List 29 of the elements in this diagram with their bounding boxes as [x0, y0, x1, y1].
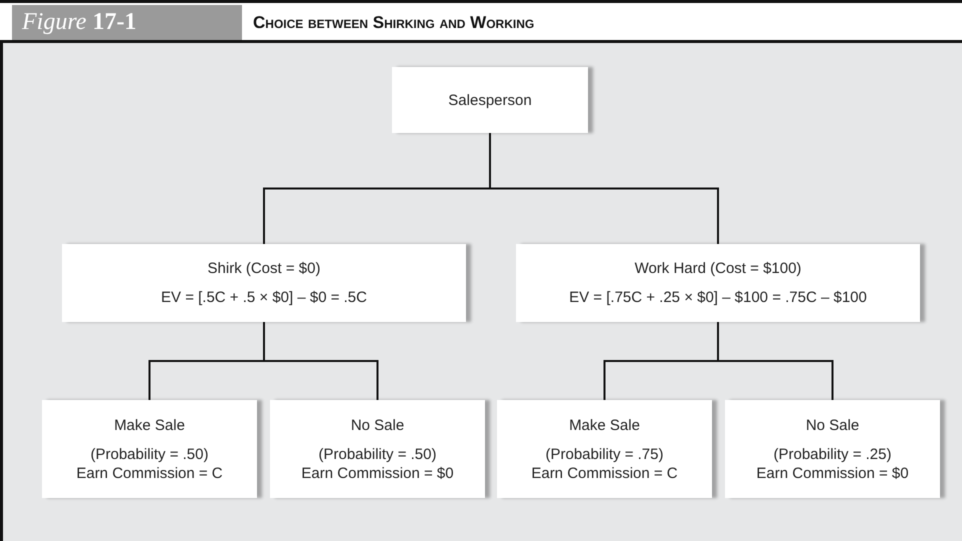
connector-line [489, 133, 719, 244]
box-text: Earn Commission = $0 [756, 464, 909, 482]
box-text: Work Hard (Cost = $100) [634, 259, 802, 278]
box-text: Earn Commission = $0 [301, 464, 454, 482]
tree-box [42, 400, 257, 498]
tree-box [270, 400, 485, 498]
box-text: Shirk (Cost = $0) [208, 259, 320, 278]
box-text: EV = [.5C + .5 × $0] – $0 = .5C [161, 288, 367, 307]
box-text: Earn Commission = C [531, 464, 678, 482]
box-text: (Probability = .50) [90, 444, 208, 464]
box-text: (Probability = .25) [774, 444, 892, 464]
box-text: Earn Commission = C [76, 464, 223, 482]
tree-box [62, 244, 466, 322]
box-text: (Probability = .75) [546, 444, 664, 464]
figure-number: Figure 17-1 [12, 5, 242, 40]
connector-line [263, 322, 378, 400]
box-text: (Probability = .50) [318, 444, 436, 464]
figure-title: Choice between Shirking and Working [253, 12, 534, 34]
tree-box [392, 67, 588, 133]
box-text: No Sale [350, 416, 404, 434]
box-text: EV = [.75C + .25 × $0] – $100 = .75C – $100 [569, 288, 867, 307]
box-text: Make Sale [114, 416, 185, 434]
tree-box [516, 244, 920, 322]
tree-box [497, 400, 712, 498]
box-text: No Sale [806, 416, 860, 434]
connector-line [717, 322, 834, 400]
tree-box [725, 400, 940, 498]
box-text: Salesperson [448, 90, 532, 110]
box-text: Make Sale [569, 416, 640, 434]
